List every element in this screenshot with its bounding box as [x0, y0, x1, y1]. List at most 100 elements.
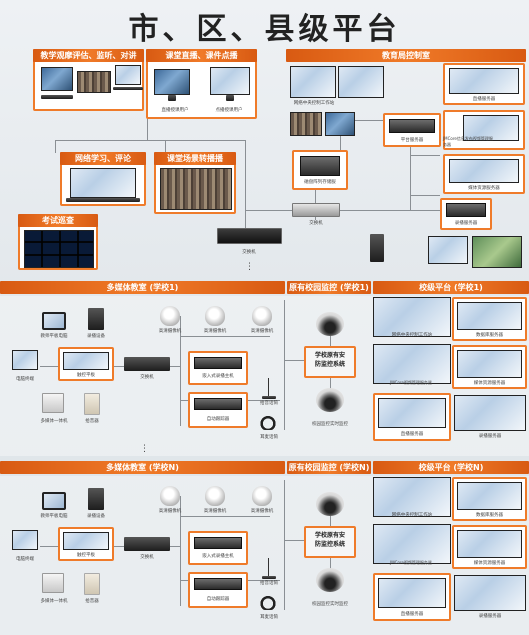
s1-recorder-device — [194, 398, 242, 410]
sN-pc — [12, 530, 38, 550]
live-user-b-label: 点播授课用户 — [215, 108, 243, 113]
s1-dome-a — [316, 312, 344, 336]
s1-plat-b-box: 数据库服务器 — [452, 297, 527, 341]
record-server-label: 录播服务器 — [454, 221, 478, 226]
s1-cam-c-label: 高清摄像机 — [250, 329, 274, 334]
s1-monitor-box: 学校原有安防监控系统 — [304, 346, 356, 378]
s1-ipad-label: 教师平板电脑 — [40, 334, 68, 339]
bureau-screen-d — [472, 236, 522, 268]
platform-server-box: 平台服务器 — [383, 113, 441, 147]
s1-ipad — [42, 312, 66, 330]
connector — [147, 110, 148, 140]
connector — [245, 210, 445, 211]
sN-speaker-label: 拾音器 — [85, 599, 99, 604]
s1-switch-label: 交换机 — [140, 375, 154, 380]
s1-plat-b-screen — [457, 302, 522, 330]
s1-cam-b-label: 高清摄像机 — [203, 329, 227, 334]
net-group: 网络学习、评论 — [60, 152, 146, 206]
s1-printer — [42, 393, 64, 413]
bureau-classroom — [290, 112, 322, 136]
sN-touch-box: 触控平板 — [58, 527, 114, 561]
s1-headset — [260, 414, 276, 430]
s1-recorder-label: 自动跟踪器 — [206, 417, 230, 422]
storage-device — [300, 156, 340, 176]
sN-encoder-box: 嵌入式录播主机 — [188, 531, 248, 565]
storage-box: 磁盘阵列存储服 — [292, 150, 348, 190]
net-laptop-base — [66, 198, 140, 202]
sN-touch-screen — [63, 532, 109, 550]
sN-headset — [260, 594, 276, 610]
sN-cam-b-label: 高清摄像机 — [203, 509, 227, 514]
s1-speaker-label: 拾音器 — [85, 419, 99, 424]
resource-server-box: 媒体资源服务器 — [443, 154, 525, 194]
sN-mic-base — [262, 576, 276, 579]
eval-keyboard — [41, 95, 73, 99]
connector — [284, 540, 308, 541]
live-stand-a — [168, 95, 176, 101]
exam-grid — [24, 230, 94, 268]
s1-plat-f — [454, 395, 526, 431]
connector — [165, 140, 166, 153]
s1-plat-a — [373, 297, 451, 337]
sN-recorder-device — [194, 578, 242, 590]
sN-monitor-text: 学校原有安防监控系统 — [314, 532, 345, 548]
s1-cam-c — [252, 306, 272, 326]
eval-monitor — [41, 67, 73, 91]
sN-switch — [124, 537, 170, 551]
eval-bar: 教学观摩评估、监听、对讲 — [33, 49, 144, 62]
connector — [340, 120, 385, 121]
platform-server-device — [389, 119, 435, 133]
live-bar: 课堂直播、课件点播 — [146, 49, 257, 62]
schoolN-monitor-bar: 原有校园监控 (学校N) — [287, 461, 371, 474]
sN-plat-e-box: 直播服务器 — [373, 573, 451, 621]
connector — [55, 140, 56, 153]
eval-group: 教学观摩评估、监听、对讲 — [33, 49, 144, 111]
s1-cam-a — [160, 306, 180, 326]
s1-cam-a-label: 高清摄像机 — [158, 329, 182, 334]
live-monitor-b — [210, 67, 250, 95]
bureau-bar: 教育局控制室 — [286, 49, 526, 62]
net-laptop — [70, 168, 136, 198]
bureau-screen-a — [290, 66, 336, 98]
live-user-a-label: 直播授课用户 — [161, 108, 189, 113]
eval-laptop — [115, 65, 141, 85]
bureau-classroom-b — [325, 112, 355, 136]
s1-plat-d-label: 媒体资源服务器 — [473, 381, 506, 386]
connector — [410, 195, 440, 196]
live-group: 课堂直播、课件点播 直播授课用户 点播授课用户 — [146, 49, 257, 119]
live-monitor-a — [154, 69, 190, 95]
sN-plat-b-box: 数据库服务器 — [452, 477, 527, 521]
s1-headset-label: 耳麦话筒 — [260, 435, 278, 440]
tower-pc — [370, 234, 384, 262]
s1-printer-label: 多媒体一体机 — [40, 419, 68, 424]
sN-recorder-box: 自动跟踪器 — [188, 572, 248, 608]
s1-recorder-box: 自动跟踪器 — [188, 392, 248, 428]
sN-plat-e-screen — [378, 578, 446, 608]
resource-server-label: 媒体资源服务器 — [468, 186, 500, 191]
eval-laptop-base — [113, 87, 143, 90]
relay-group: 课堂场景转播播 — [154, 152, 236, 214]
bureau-workstation-label: 网络中央控制工作站 — [293, 101, 335, 106]
sN-dome-b — [316, 568, 344, 592]
s1-touch-screen — [63, 352, 109, 370]
connector — [410, 155, 440, 156]
sN-pc-label: 电脑终端 — [16, 557, 34, 562]
s1-switch — [124, 357, 170, 371]
sN-headset-label: 耳麦话筒 — [260, 615, 278, 620]
sN-printer-label: 多媒体一体机 — [40, 599, 68, 604]
s1-plat-b-label: 数据库服务器 — [476, 333, 503, 338]
sN-controller-label: 录播设备 — [87, 514, 105, 519]
s1-plat-e-label: 直播服务器 — [400, 432, 424, 437]
s1-pc-label: 电脑终端 — [16, 377, 34, 382]
s1-touch-box: 触控平板 — [58, 347, 114, 381]
sN-mic-stand — [268, 558, 269, 578]
sN-plat-a — [373, 477, 451, 517]
s1-dome-b — [316, 388, 344, 412]
connector — [55, 140, 245, 141]
connector — [245, 140, 246, 240]
switch-left — [217, 228, 282, 244]
sN-cam-b — [205, 486, 225, 506]
sN-cam-c — [252, 486, 272, 506]
switch-mid-label: 交换机 — [309, 221, 323, 226]
sN-dome-a — [316, 492, 344, 516]
